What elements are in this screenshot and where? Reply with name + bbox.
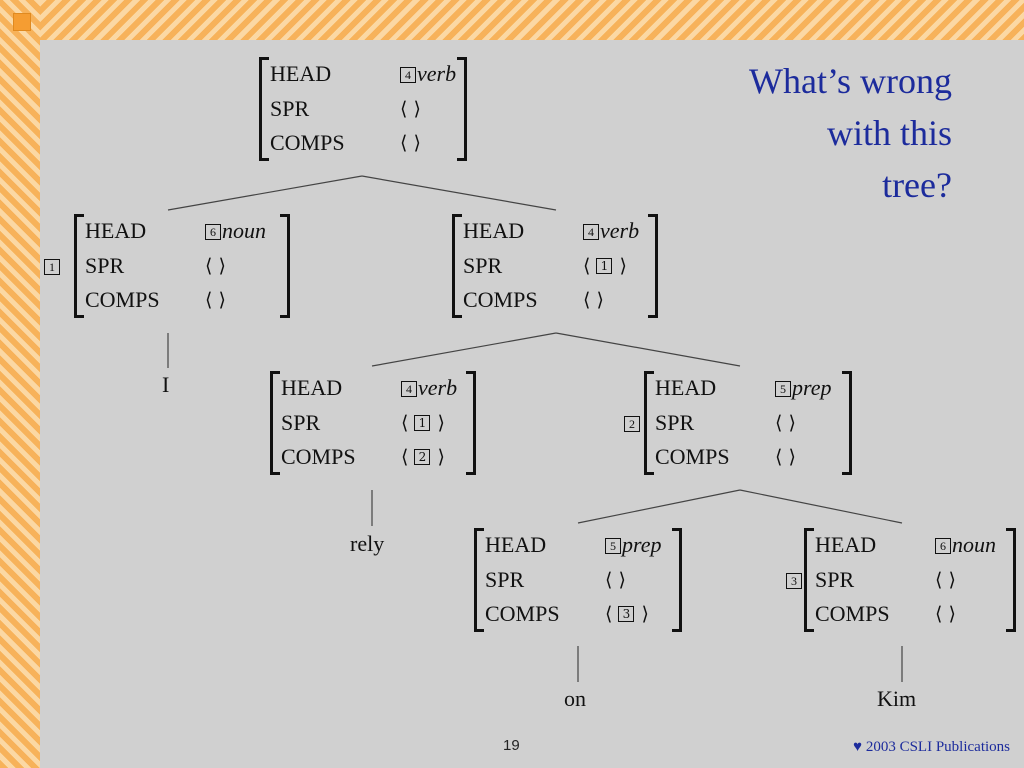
left-border-pattern — [0, 0, 40, 768]
title-line-2: with this — [826, 113, 952, 153]
edge-pp-np2 — [739, 489, 903, 524]
slide-title: What’s wrong with this tree? — [632, 55, 952, 211]
copyright-notice: ♥ 2003 CSLI Publications — [853, 739, 1010, 755]
word-i: I — [162, 372, 170, 397]
top-border-pattern — [0, 0, 1024, 40]
title-line-1: What’s wrong — [749, 61, 952, 101]
avm-pp-tag: 2 — [624, 410, 641, 436]
title-line-3: tree? — [882, 165, 952, 205]
word-rely: rely — [350, 531, 385, 556]
avm-root-spr: SPR ⟨ ⟩ — [270, 96, 421, 121]
edge-pp-p — [577, 489, 741, 524]
avm-np-tag: 1 — [44, 253, 61, 279]
page-number: 19 — [503, 737, 520, 754]
word-on: on — [564, 686, 586, 711]
avm-np2-tag: 3 — [786, 567, 803, 593]
word-kim: Kim — [877, 686, 917, 711]
avm-root-comps: COMPS ⟨ ⟩ — [270, 130, 421, 155]
tag-box: 4 — [400, 67, 416, 83]
edge-vp-v — [371, 332, 557, 367]
edge-root-np — [167, 175, 363, 211]
edge-root-vp — [361, 175, 557, 211]
corner-square — [13, 13, 31, 31]
edge-vp-pp — [555, 332, 741, 367]
